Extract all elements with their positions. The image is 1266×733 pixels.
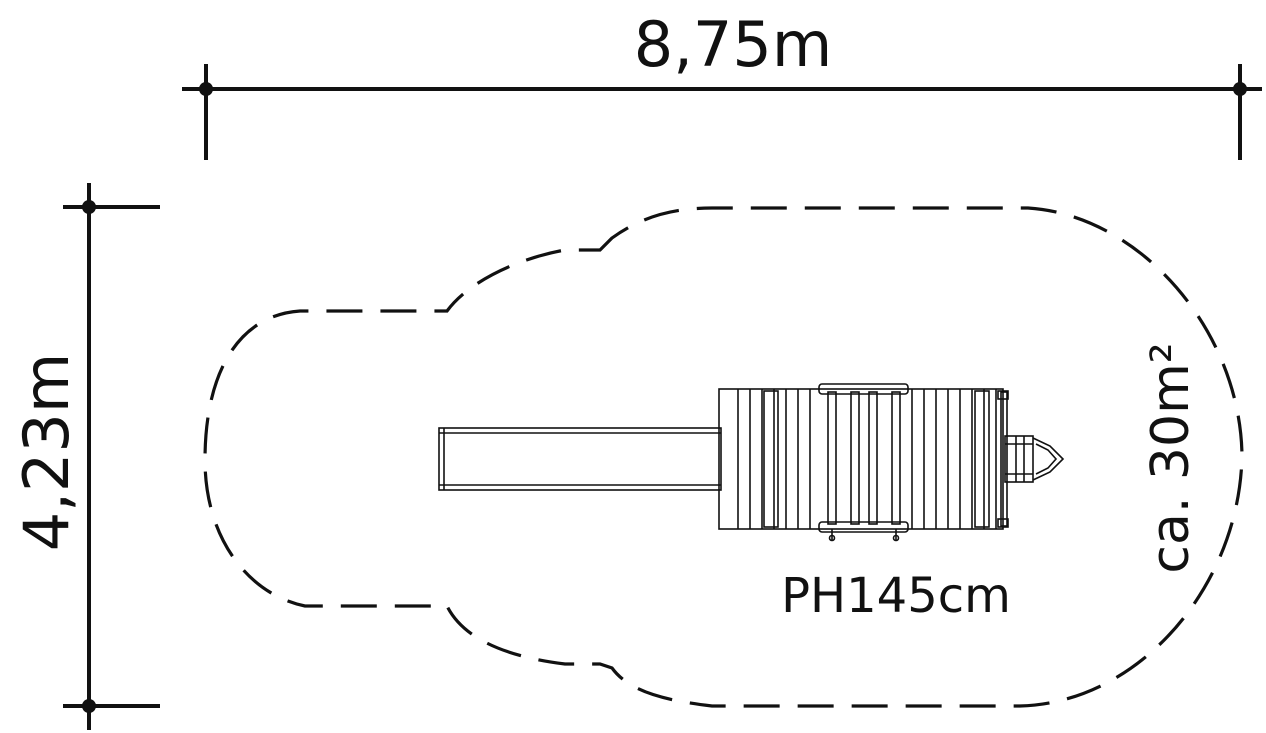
width-label: 8,75m [634,8,832,81]
platform-height-label: PH145cm [781,568,1011,624]
ladder-step-end-inner [1035,443,1058,475]
deck-joist-1 [763,390,779,528]
frame-beam-4 [891,391,901,525]
depth-label: 4,23m [10,353,83,551]
ladder-frame [1004,435,1034,483]
post-top-right [997,390,1009,400]
roof-frame-top [818,383,909,395]
width-dimension: 8,75m [182,8,1262,160]
slide-chute-outer [438,427,722,491]
depth-dimension: 4,23m [10,183,160,730]
frame-beam-3 [868,391,878,525]
ladder-step-end [1032,437,1065,481]
safety-zone-outline [203,206,1244,708]
roof-frame-bottom [818,521,909,533]
depth-tick-bottom [82,699,96,713]
foot-1-base [828,534,836,542]
frame-beam-1 [827,391,837,525]
post-bottom-right [997,518,1009,528]
foot-2-base [892,534,900,542]
depth-tick-top [82,200,96,214]
slide [438,427,722,491]
ladder [1004,435,1065,483]
deck-joist-2 [974,390,990,528]
platform-edge-beam [1000,391,1008,527]
width-tick-right [1233,82,1247,96]
area-label: ca. 30m² [1141,342,1201,573]
tower-platform [718,383,1009,542]
frame-beam-2 [850,391,860,525]
width-tick-left [199,82,213,96]
platform-deck [718,388,1004,530]
